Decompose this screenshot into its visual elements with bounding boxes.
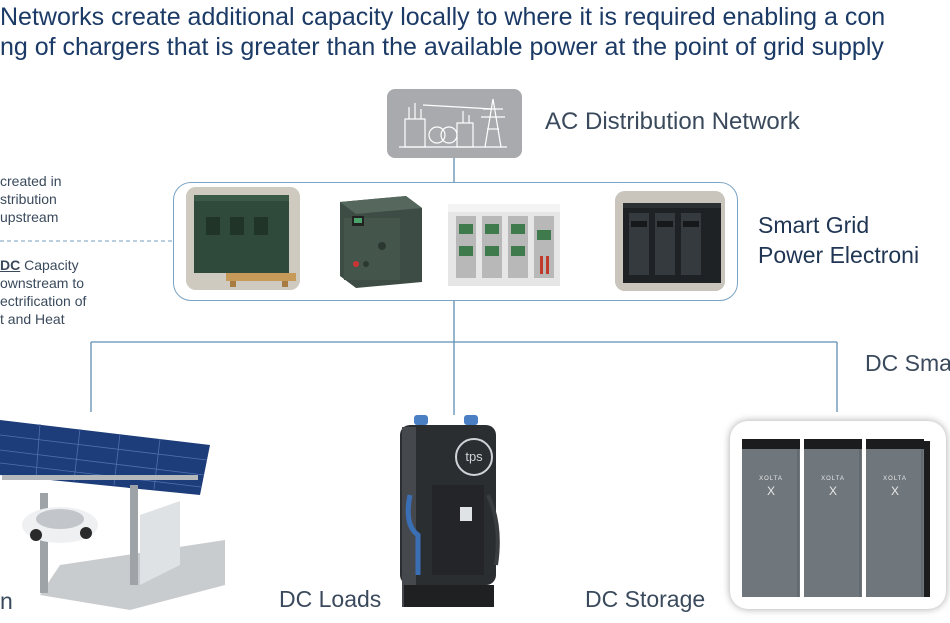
headline: Networks create additional capacity loca… (0, 2, 950, 62)
ac-grid-icon (387, 89, 522, 158)
xolta-brand-2: XOLTA (821, 476, 845, 482)
xolta-mark-icon: X (828, 484, 837, 498)
dc-loads-label: DC Loads (279, 586, 382, 612)
power-electronics-label: Smart Grid Power Electroni (758, 212, 920, 268)
black-cabinet-image (615, 191, 725, 291)
left-note-upper: created in stribution upstream (0, 173, 62, 225)
xolta-mark-icon: X (890, 484, 899, 498)
xolta-brand-3: XOLTA (883, 476, 907, 482)
green-enclosure-image (334, 192, 424, 290)
dc-emphasis: DC (0, 257, 21, 273)
dc-storage-label: DC Storage (585, 586, 706, 612)
dc-smart-label: DC Sma (865, 350, 950, 376)
solar-carport-image (0, 415, 225, 610)
ac-network-label: AC Distribution Network (545, 108, 800, 135)
solar-label: n (0, 588, 13, 614)
dc-storage-image: XOLTA XOLTA XOLTA X X X (730, 421, 946, 609)
headline-line-2: ng of chargers that is greater than the … (0, 33, 884, 61)
xolta-mark-icon: X (766, 484, 775, 498)
tps-logo: tps (455, 438, 493, 476)
left-note-lower: DC Capacity ownstream to ectrification o… (0, 257, 87, 327)
green-cabinet-image (186, 187, 300, 290)
headline-line-1: Networks create additional capacity loca… (0, 3, 886, 31)
xolta-brand-1: XOLTA (759, 476, 783, 482)
power-rack-image (448, 200, 560, 286)
